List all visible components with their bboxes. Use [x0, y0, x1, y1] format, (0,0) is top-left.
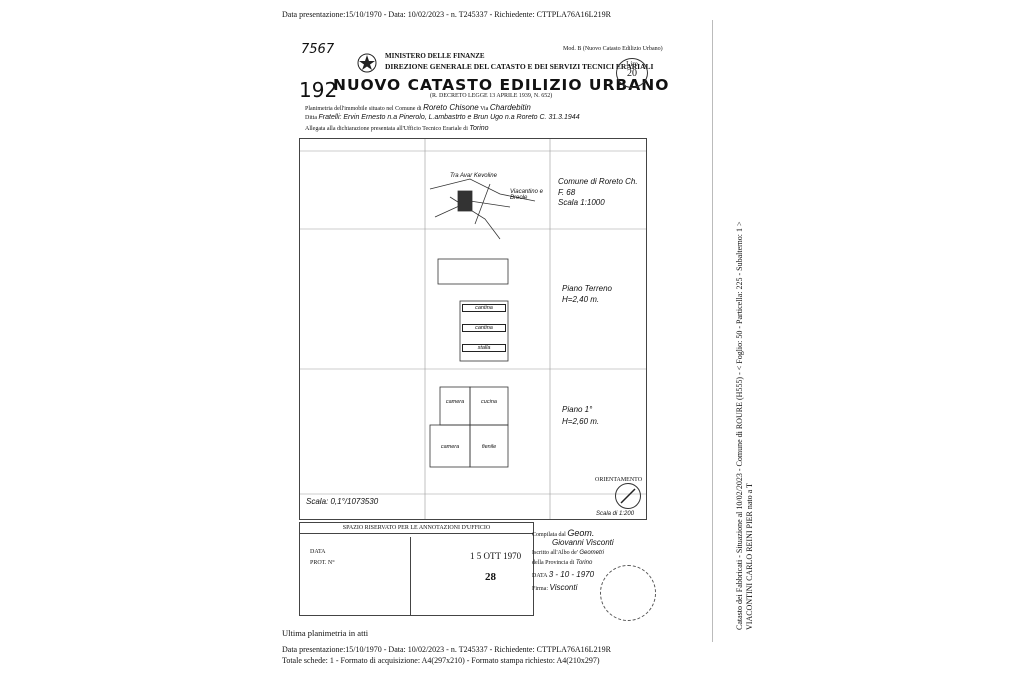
lire-stamp: Lire 20 — [616, 58, 648, 88]
compilata-label: Compilata dal — [532, 532, 566, 538]
line1-via: Chardebitin — [489, 103, 531, 112]
compiled-data-label: DATA — [532, 573, 548, 579]
office-stamp-number: 28 — [485, 571, 496, 583]
room-first-1: camera — [445, 399, 465, 405]
line1-via-label: Via — [480, 106, 489, 112]
room-ground-3: stalla — [462, 344, 506, 352]
planimetry-frame: Tra Avar Kevoline Viacantino e Breole Co… — [299, 138, 647, 520]
document-page — [282, 20, 713, 642]
line3-text: Allegata alla dichiarazione presentata a… — [305, 126, 468, 132]
official-stamp-icon — [600, 565, 656, 621]
piano-terreno-label: Piano Terreno — [562, 284, 612, 293]
provincia-value: Torino — [575, 560, 593, 566]
room-first-4: fienile — [481, 444, 497, 450]
piano-primo-height: H=2,60 m. — [562, 417, 600, 426]
room-first-3: camera — [440, 444, 460, 450]
room-ground-2: cantina — [462, 324, 506, 332]
firma-label: Firma: — [532, 586, 548, 592]
map-comune-label: Comune di Roreto Ch. — [558, 177, 638, 186]
compiled-data-value: 3 - 10 - 1970 — [548, 570, 595, 579]
compass-icon — [615, 483, 641, 509]
office-data-label: DATA — [310, 549, 326, 555]
map-scala: Scala 1:1000 — [558, 198, 605, 207]
line2-prefix: Ditta — [305, 115, 317, 121]
office-prot-label: PROT. N° — [310, 560, 335, 566]
line1-comune: Roreto Chisone — [423, 103, 479, 112]
form-line-2: Ditta Fratelli: Ervin Ernesto n.a Pinero… — [305, 114, 580, 121]
room-first-2: cucina — [481, 399, 497, 405]
republic-emblem-icon — [357, 53, 377, 73]
line1-prefix: Planimetria dell'immobile situato nel Co… — [305, 106, 422, 112]
line2-value: Fratelli: Ervin Ernesto n.a Pinerolo, L.… — [318, 114, 580, 121]
form-line-1: Planimetria dell'immobile situato nel Co… — [305, 103, 531, 112]
lire-value: 20 — [627, 68, 637, 79]
provincia-label: della Provincia di — [532, 560, 575, 566]
header-top-line: Data presentazione:15/10/1970 - Data: 10… — [282, 10, 611, 19]
room-ground-1: cantina — [462, 304, 506, 312]
footer-ultima: Ultima planimetria in atti — [282, 628, 369, 638]
piano-terreno-height: H=2,40 m. — [562, 295, 600, 304]
footer-line-2: Totale schede: 1 - Formato di acquisizio… — [282, 656, 600, 665]
office-annotations-box: SPAZIO RISERVATO PER LE ANNOTAZIONI D'UF… — [299, 522, 534, 616]
document-title: NUOVO CATASTO EDILIZIO URBANO — [333, 76, 670, 94]
ministry-label: MINISTERO DELLE FINANZE — [385, 52, 485, 60]
iscritto-label: Iscritto all'Albo de' — [532, 550, 578, 556]
handwritten-number-top: 7567 — [301, 42, 335, 57]
form-line-3: Allegata alla dichiarazione presentata a… — [305, 125, 489, 132]
footer-line-1: Data presentazione:15/10/1970 - Data: 10… — [282, 645, 611, 654]
side-line-1: Catasto dei Fabbricati - Situazione al 1… — [735, 221, 744, 630]
line3-city: Torino — [469, 125, 489, 132]
side-line-2: VIACONTINI CARLO REINI PIER nato a T — [745, 483, 754, 630]
lire-label: Lire — [626, 60, 638, 68]
handwritten-number-left: 192 — [299, 78, 338, 102]
map-adjacent-label: Viacantino e Breole — [510, 189, 543, 201]
map-road-label: Tra Avar Kevoline — [450, 173, 497, 179]
directorate-label: DIREZIONE GENERALE DEL CATASTO E DEI SER… — [385, 62, 654, 71]
scala-bottom-label: Scala di 1:200 — [596, 511, 635, 517]
iscritto-value: Geometri — [579, 550, 605, 556]
map-foglio: F. 68 — [558, 188, 576, 197]
compiled-by-block: Compilata dal Geom. Giovanni Visconti Is… — [532, 522, 658, 614]
office-stamp-date: 1 5 OTT 1970 — [470, 551, 522, 561]
firma-value: Visconti — [549, 583, 578, 592]
orientamento-label: ORIENTAMENTO — [595, 477, 643, 483]
document-subtitle: (R. DECRETO LEGGE 13 APRILE 1939, N. 652… — [430, 93, 553, 99]
compilata-value: Geom. — [567, 528, 595, 538]
planimetry-drawing — [300, 139, 646, 519]
side-info: Catasto dei Fabbricati - Situazione al 1… — [735, 221, 755, 630]
office-box-header: SPAZIO RISERVATO PER LE ANNOTAZIONI D'UF… — [300, 523, 533, 534]
model-reference: Mod. B (Nuovo Catasto Edilizio Urbano) — [563, 46, 663, 52]
piano-primo-label: Piano 1° — [562, 405, 593, 414]
compiler-name: Giovanni Visconti — [552, 538, 614, 547]
scale-left-label: Scala: 0,1°/1073530 — [306, 497, 379, 506]
